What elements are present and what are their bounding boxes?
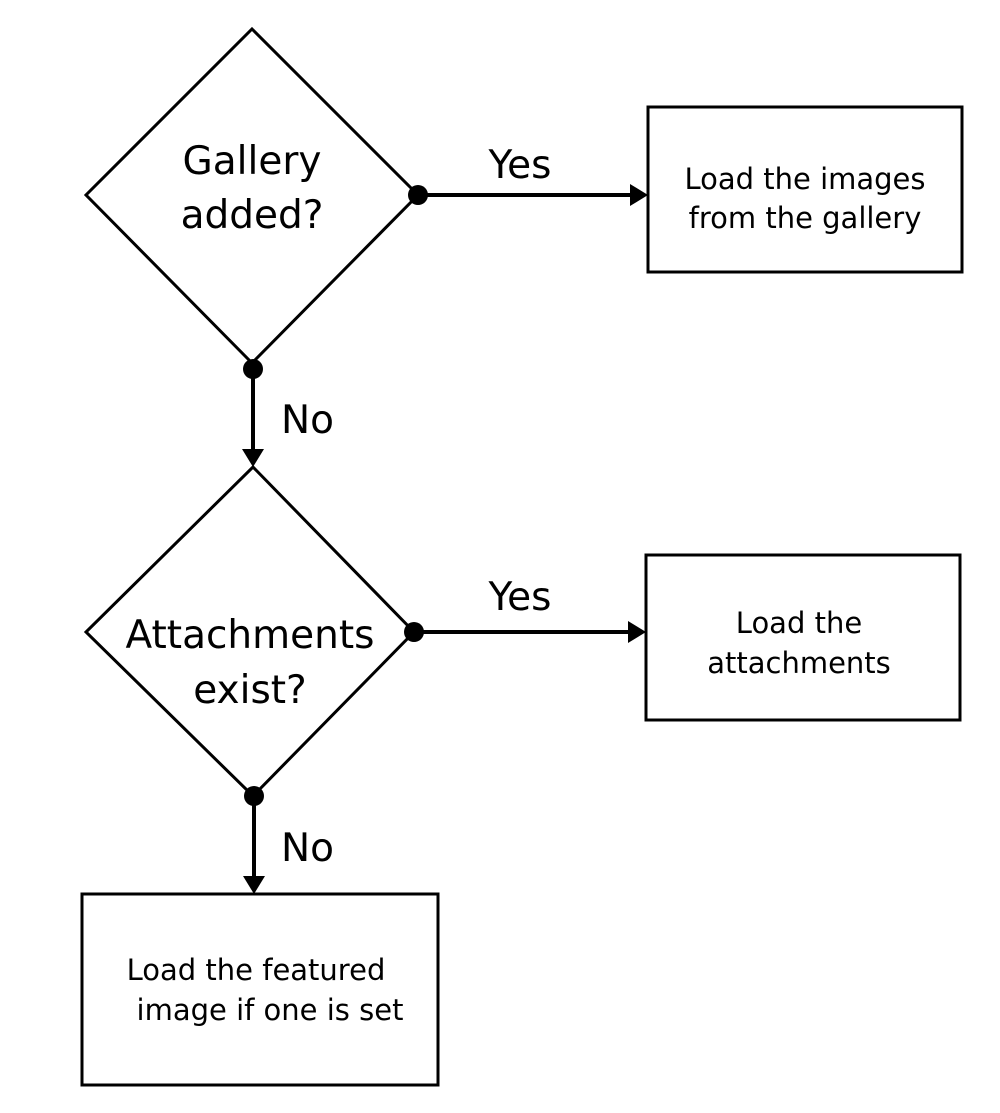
load-attachments-label-line1: Load the <box>736 606 862 640</box>
attachments-yes-arrowhead <box>628 621 646 643</box>
load-gallery-box: Load the images from the gallery <box>646 105 964 274</box>
gallery-yes-connector: Yes <box>408 143 648 206</box>
attachments-no-connector: No <box>243 786 334 894</box>
load-gallery-label-line1: Load the images <box>684 162 925 196</box>
attachments-yes-label: Yes <box>488 575 552 620</box>
gallery-no-label: No <box>281 398 334 443</box>
load-attachments-label-line2: attachments <box>707 646 891 680</box>
attachments-no-label: No <box>281 826 334 871</box>
gallery-decision: Gallery added? <box>83 26 421 366</box>
gallery-yes-arrowhead <box>630 184 648 206</box>
load-featured-rect <box>80 892 440 1087</box>
gallery-decision-label-line1: Gallery <box>183 139 322 184</box>
load-featured-box: Load the featured image if one is set <box>80 892 440 1087</box>
gallery-no-arrowhead <box>242 449 264 467</box>
attachments-no-arrowhead <box>243 876 265 894</box>
attachments-decision: Attachments exist? <box>83 464 417 799</box>
load-attachments-rect <box>644 553 962 722</box>
load-gallery-rect <box>646 105 964 274</box>
load-attachments-box: Load the attachments <box>644 553 962 722</box>
attachments-decision-label-line1: Attachments <box>126 613 375 658</box>
gallery-no-connector: No <box>242 359 334 467</box>
gallery-decision-label-line2: added? <box>181 193 324 238</box>
attachments-decision-label-line2: exist? <box>193 668 307 713</box>
load-gallery-label-line2: from the gallery <box>689 201 922 235</box>
load-featured-label-line2: image if one is set <box>137 993 404 1027</box>
attachments-yes-connector: Yes <box>404 575 646 643</box>
gallery-yes-label: Yes <box>488 143 552 188</box>
load-featured-label-line1: Load the featured <box>127 953 386 987</box>
